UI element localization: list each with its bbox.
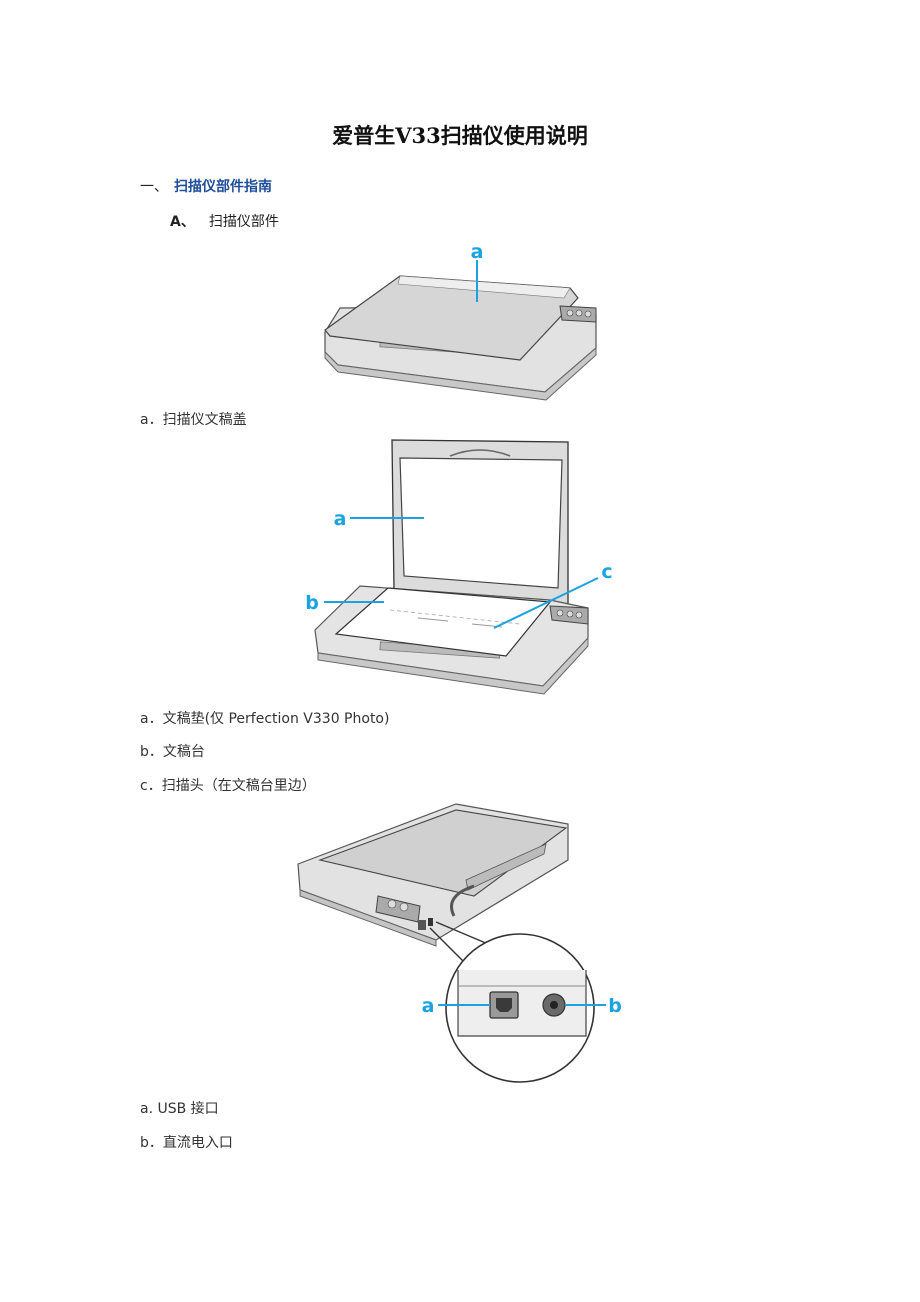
caption-scan-head: c．扫描头（在文稿台里边） (140, 778, 316, 794)
scanner-ports-figure: a b (297, 803, 622, 1083)
caption-usb-port: a. USB 接口 (140, 1101, 219, 1117)
usb-port (489, 991, 519, 1019)
caption-document-table: b．文稿台 (140, 744, 205, 760)
section-link[interactable]: 扫描仪部件指南 (174, 179, 272, 195)
subsection-letter: A、 (170, 214, 195, 230)
callout-line-c (493, 577, 599, 629)
document-table (334, 587, 552, 657)
callout-label-a: a (334, 508, 347, 530)
caption-cover: a．扫描仪文稿盖 (140, 412, 247, 428)
caption-document-mat: a．文稿垫(仅 Perfection V330 Photo) (140, 711, 390, 727)
open-lid (391, 439, 569, 609)
callout-label-b: b (608, 995, 622, 1017)
section-number: 一、 (140, 179, 168, 195)
subsection-heading: A、扫描仪部件 (170, 211, 279, 231)
button-panel (559, 305, 597, 323)
callout-label-a: a (422, 995, 435, 1017)
button-panel (549, 605, 589, 625)
callout-label-b: b (305, 592, 319, 614)
scanner-rear-view (297, 803, 569, 947)
dc-power-port (542, 993, 566, 1017)
zoom-line (435, 921, 489, 945)
caption-dc-inlet: b．直流电入口 (140, 1135, 233, 1151)
zoom-circle (445, 933, 595, 1083)
callout-label-c: c (601, 561, 612, 583)
document-cover (324, 275, 579, 361)
scanner-closed-figure: a (324, 241, 597, 401)
subsection-label: 扫描仪部件 (208, 214, 279, 230)
scanner-open-figure: a b c (305, 439, 613, 695)
page-title: 爱普生V33扫描仪使用说明 (332, 123, 588, 148)
callout-label-a: a (471, 241, 484, 263)
section-heading: 一、扫描仪部件指南 (140, 176, 272, 196)
